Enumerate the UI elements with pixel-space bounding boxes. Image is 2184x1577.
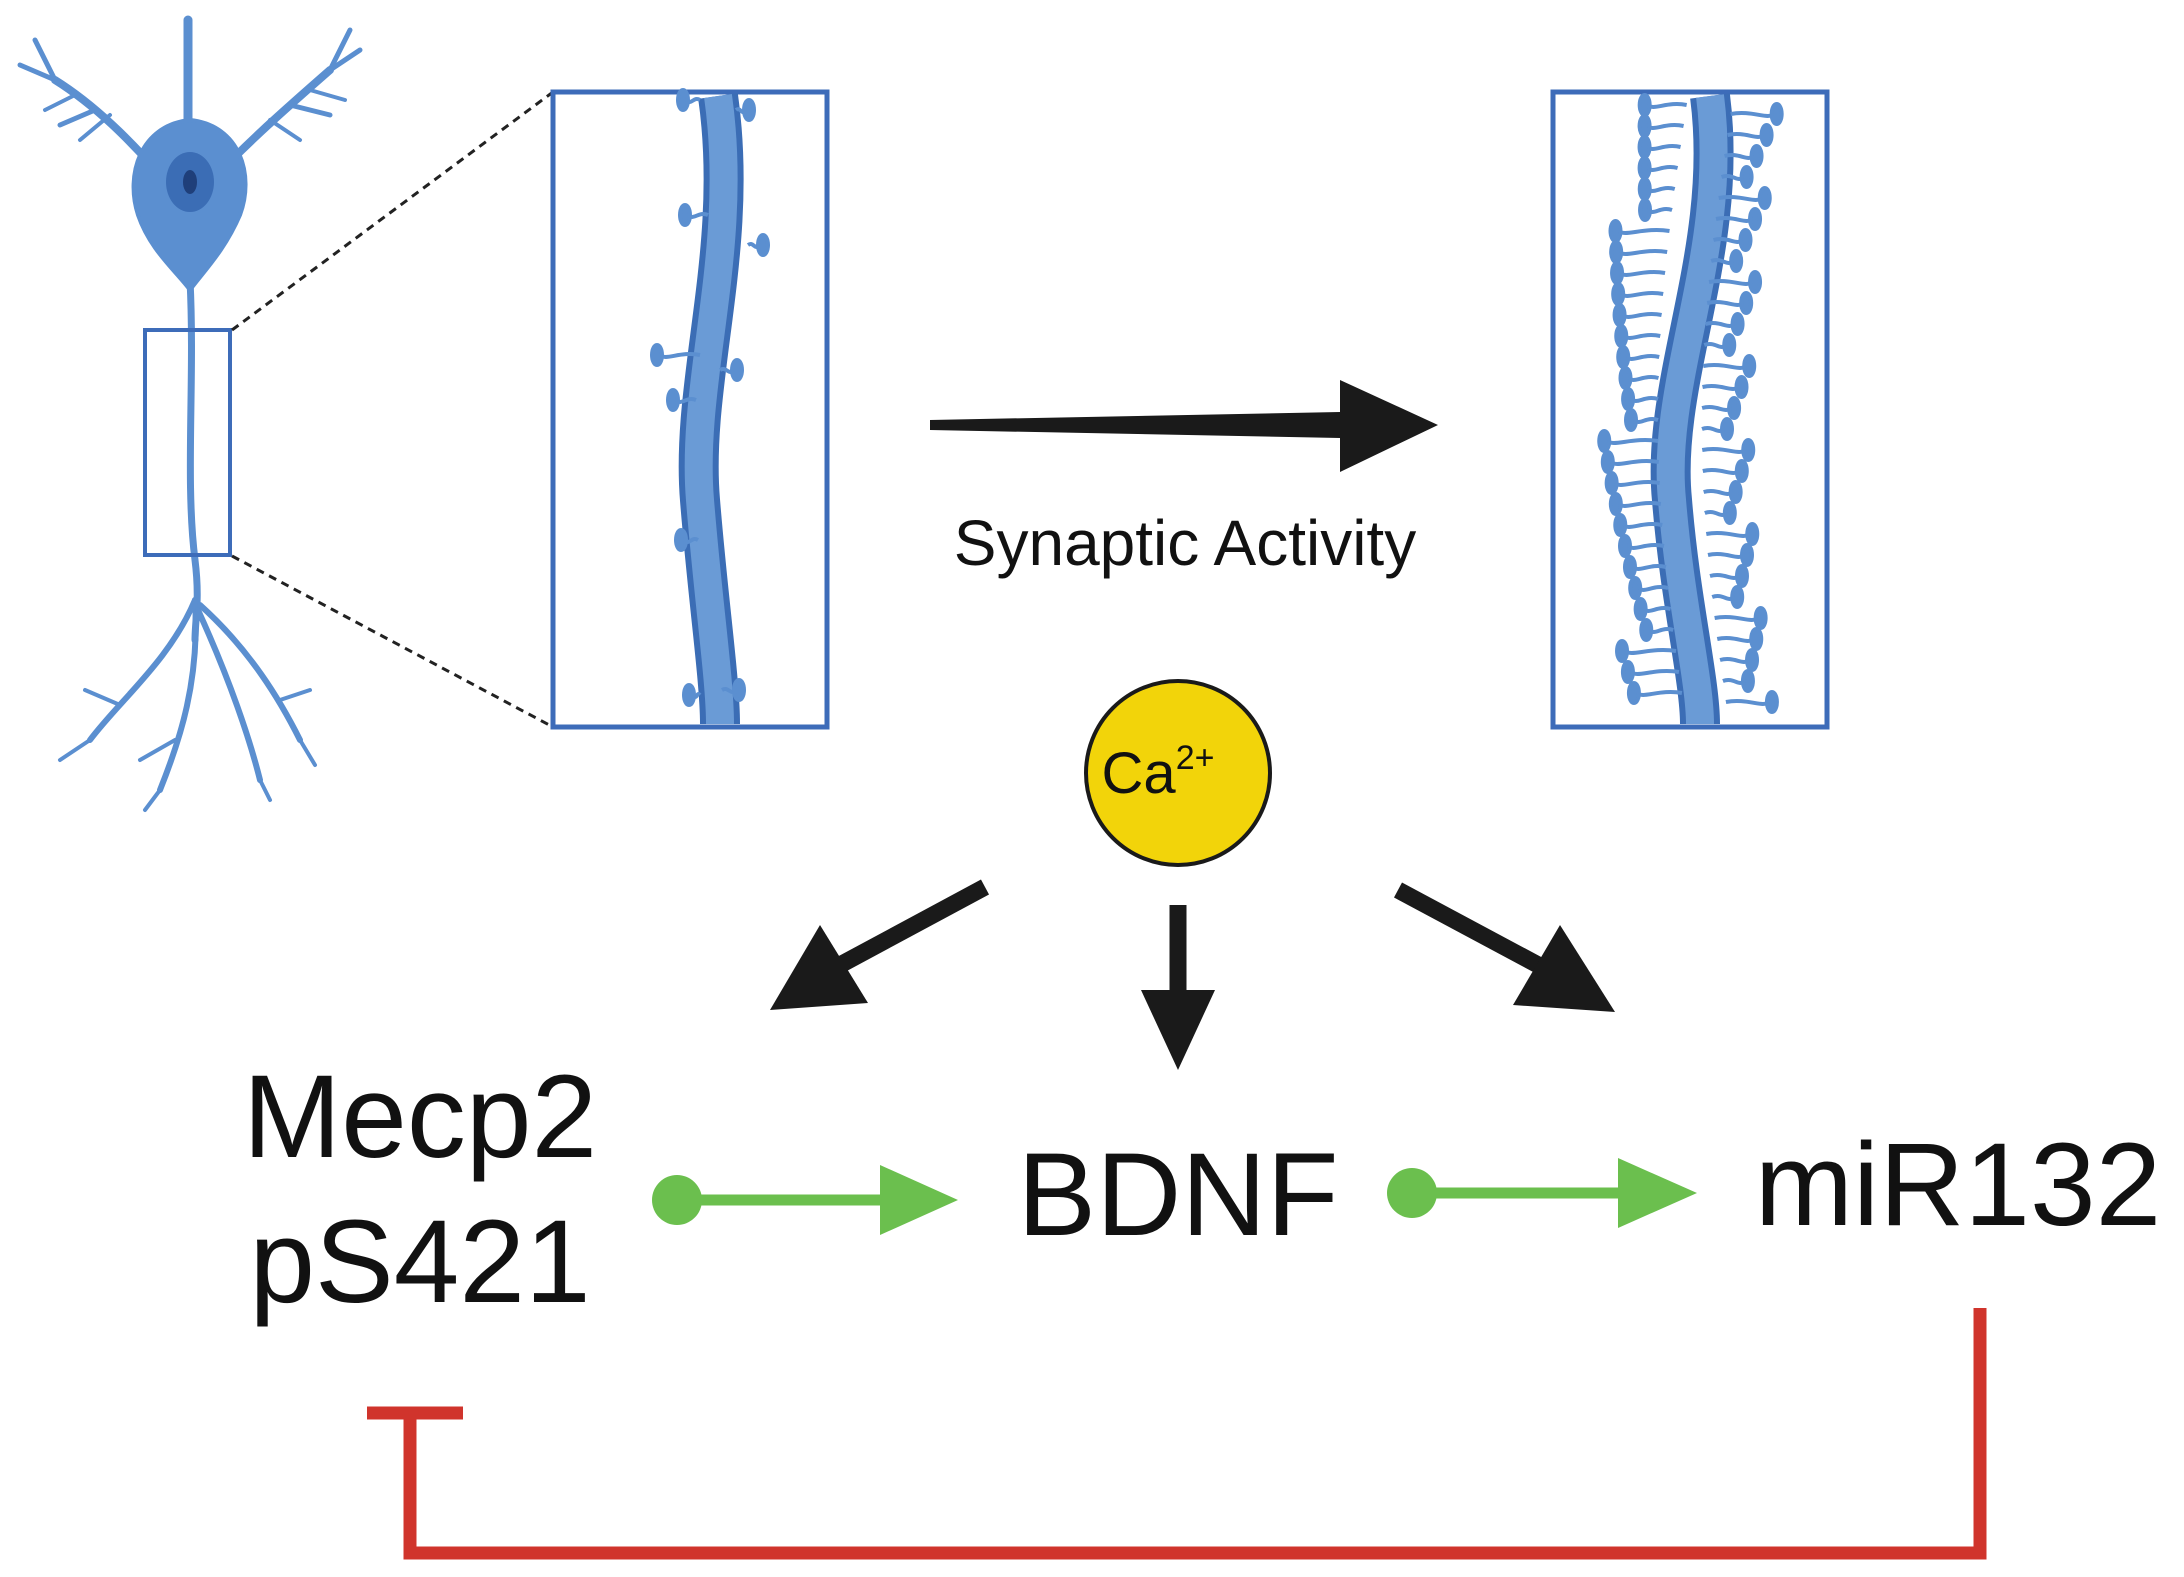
spine-after-20-head xyxy=(1612,303,1627,327)
spine-after-27-head xyxy=(1734,375,1749,399)
spine-before-1-head xyxy=(742,98,756,122)
spine-after-41-head xyxy=(1745,522,1760,546)
spine-after-21-head xyxy=(1730,312,1745,336)
inhibition-feedback-mir132-mecp2 xyxy=(367,1308,1987,1560)
spine-after-24-head xyxy=(1616,345,1631,369)
dendrite-panel-before xyxy=(550,88,830,730)
spine-after-49-head xyxy=(1753,606,1768,630)
spine-before-3-head xyxy=(756,233,770,257)
spine-after-40-head xyxy=(1613,513,1628,537)
arrow-to-mecp2 xyxy=(770,879,990,1010)
activation-arrow-mecp2-bdnf xyxy=(652,1165,958,1235)
spine-before-4-head xyxy=(650,343,664,367)
spine-after-54-head xyxy=(1620,660,1635,684)
spine-before-0-head xyxy=(676,88,690,112)
spine-after-28-head xyxy=(1621,387,1636,411)
spine-after-25-head xyxy=(1742,354,1757,378)
spine-after-55-head xyxy=(1740,669,1755,693)
dendrite-panel-after xyxy=(1550,89,1830,730)
spine-before-7-head xyxy=(674,528,688,552)
calcium-arrows xyxy=(770,879,1615,1070)
spine-after-51-head xyxy=(1749,627,1764,651)
mir132-label: miR132 xyxy=(1755,1119,2162,1251)
spine-after-12-head xyxy=(1608,219,1623,243)
spine-after-43-head xyxy=(1739,543,1754,567)
spine-after-56-head xyxy=(1626,681,1641,705)
calcium-base: Ca xyxy=(1102,741,1177,806)
spine-after-34-head xyxy=(1600,450,1615,474)
spine-after-42-head xyxy=(1617,534,1632,558)
spine-after-37-head xyxy=(1728,480,1743,504)
spine-after-26-head xyxy=(1618,366,1633,390)
spine-after-53-head xyxy=(1745,648,1760,672)
bdnf-label: BDNF xyxy=(1017,1129,1338,1261)
synaptic-activity-arrow xyxy=(930,380,1438,472)
spine-after-52-head xyxy=(1615,639,1630,663)
spine-after-3-head xyxy=(1759,123,1774,147)
spine-after-11-head xyxy=(1748,207,1763,231)
ps421-label: pS421 xyxy=(249,1196,590,1328)
spine-after-57-head xyxy=(1764,690,1779,714)
spine-after-50-head xyxy=(1639,618,1654,642)
spine-after-29-head xyxy=(1727,396,1742,420)
spine-after-1-head xyxy=(1769,102,1784,126)
spine-before-5-head xyxy=(730,358,744,382)
spine-after-30-head xyxy=(1624,408,1639,432)
calcium-ion-icon xyxy=(1084,679,1272,867)
activation-arrow-bdnf-mir132 xyxy=(1387,1158,1697,1228)
neuron-icon xyxy=(17,15,363,812)
spine-before-6-head xyxy=(666,388,680,412)
spine-after-38-head xyxy=(1608,492,1623,516)
spine-after-6-head xyxy=(1637,156,1652,180)
calcium-label: Ca2+ xyxy=(1102,739,1215,806)
spine-after-17-head xyxy=(1748,270,1763,294)
spine-after-2-head xyxy=(1637,114,1652,138)
spine-after-48-head xyxy=(1633,597,1648,621)
spine-after-33-head xyxy=(1741,438,1756,462)
spine-before-9-head xyxy=(682,683,696,707)
spine-after-18-head xyxy=(1611,282,1626,306)
mecp2-label: Mecp2 xyxy=(243,1051,597,1183)
zoom-line-bottom xyxy=(231,554,554,729)
spine-after-0-head xyxy=(1637,93,1652,117)
spine-after-45-head xyxy=(1734,564,1749,588)
spine-after-4-head xyxy=(1637,135,1652,159)
spine-after-19-head xyxy=(1739,291,1754,315)
spine-after-14-head xyxy=(1609,240,1624,264)
calcium-charge: 2+ xyxy=(1176,739,1215,777)
spine-after-15-head xyxy=(1729,249,1744,273)
zoom-line-top xyxy=(231,90,554,332)
spine-after-36-head xyxy=(1604,471,1619,495)
spine-after-5-head xyxy=(1749,144,1764,168)
spine-before-8-head xyxy=(732,678,746,702)
spine-after-10-head xyxy=(1638,198,1653,222)
arrow-to-bdnf xyxy=(1141,905,1215,1070)
spine-before-2-head xyxy=(678,203,692,227)
spine-after-13-head xyxy=(1738,228,1753,252)
spine-after-8-head xyxy=(1637,177,1652,201)
synaptic-activity-label: Synaptic Activity xyxy=(954,507,1416,579)
spine-after-7-head xyxy=(1739,165,1754,189)
spine-after-35-head xyxy=(1734,459,1749,483)
spine-after-46-head xyxy=(1628,576,1643,600)
spine-after-44-head xyxy=(1622,555,1637,579)
spine-after-39-head xyxy=(1722,501,1737,525)
zoom-region-box xyxy=(143,328,232,557)
spine-after-23-head xyxy=(1722,333,1737,357)
spine-after-31-head xyxy=(1720,417,1735,441)
spine-after-9-head xyxy=(1757,186,1772,210)
spine-after-16-head xyxy=(1610,261,1625,285)
arrow-to-mir132 xyxy=(1393,882,1615,1012)
spine-after-47-head xyxy=(1730,585,1745,609)
spine-after-32-head xyxy=(1597,429,1612,453)
spine-after-22-head xyxy=(1614,324,1629,348)
